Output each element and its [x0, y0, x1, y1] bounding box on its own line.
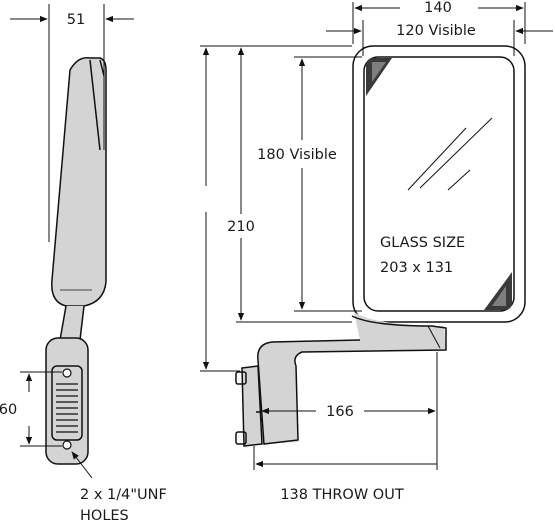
label-visible-width: 120 Visible: [396, 23, 476, 39]
label-holes-line1: 2 x 1/4"UNF: [80, 487, 167, 503]
mirror-head: GLASS SIZE 203 x 131: [352, 45, 526, 323]
label-mount-height: 60: [0, 402, 17, 418]
dimension-visible-width: 120 Visible: [326, 20, 553, 56]
mount-hole-bottom: [62, 440, 72, 450]
label-total-width: 140: [424, 0, 452, 16]
dimension-visible-height: 180 Visible: [257, 56, 362, 312]
side-view-mount-base: [45, 337, 89, 465]
label-mid-height: 210: [227, 219, 255, 235]
dimension-total-width: 140: [352, 0, 526, 44]
front-view: GLASS SIZE 203 x 131 140: [200, 0, 553, 503]
dimension-total-height: [200, 45, 352, 372]
dimension-throw-out: 138 THROW OUT: [253, 446, 437, 503]
label-throw-out: 138 THROW OUT: [280, 487, 404, 503]
side-view-mirror-profile: [51, 57, 107, 307]
label-holes-line2: HOLES: [80, 508, 129, 524]
label-glass-size-value: 203 x 131: [380, 260, 453, 276]
dimension-mount-height: 60: [0, 371, 62, 447]
label-visible-height: 180 Visible: [257, 147, 337, 163]
mirror-arm: [235, 312, 447, 447]
side-view: 51 60 2 x 1/4"UNF HOLES: [0, 4, 167, 524]
glass-corner-bottom-right: [484, 272, 512, 310]
glass-corner-top-left: [366, 58, 392, 96]
dimension-mid-height: 210: [227, 47, 352, 323]
label-arm-length: 166: [326, 404, 354, 420]
label-side-width: 51: [67, 12, 85, 28]
mount-grille: [56, 383, 78, 433]
mount-hole-top: [62, 368, 72, 378]
callout-holes: 2 x 1/4"UNF HOLES: [71, 451, 167, 524]
dimension-arm-length: 166: [261, 352, 438, 470]
side-view-stem: [59, 305, 85, 341]
glass-glare-lines: [407, 117, 493, 191]
dimension-side-width: 51: [10, 4, 134, 242]
label-glass-size-title: GLASS SIZE: [380, 235, 465, 251]
